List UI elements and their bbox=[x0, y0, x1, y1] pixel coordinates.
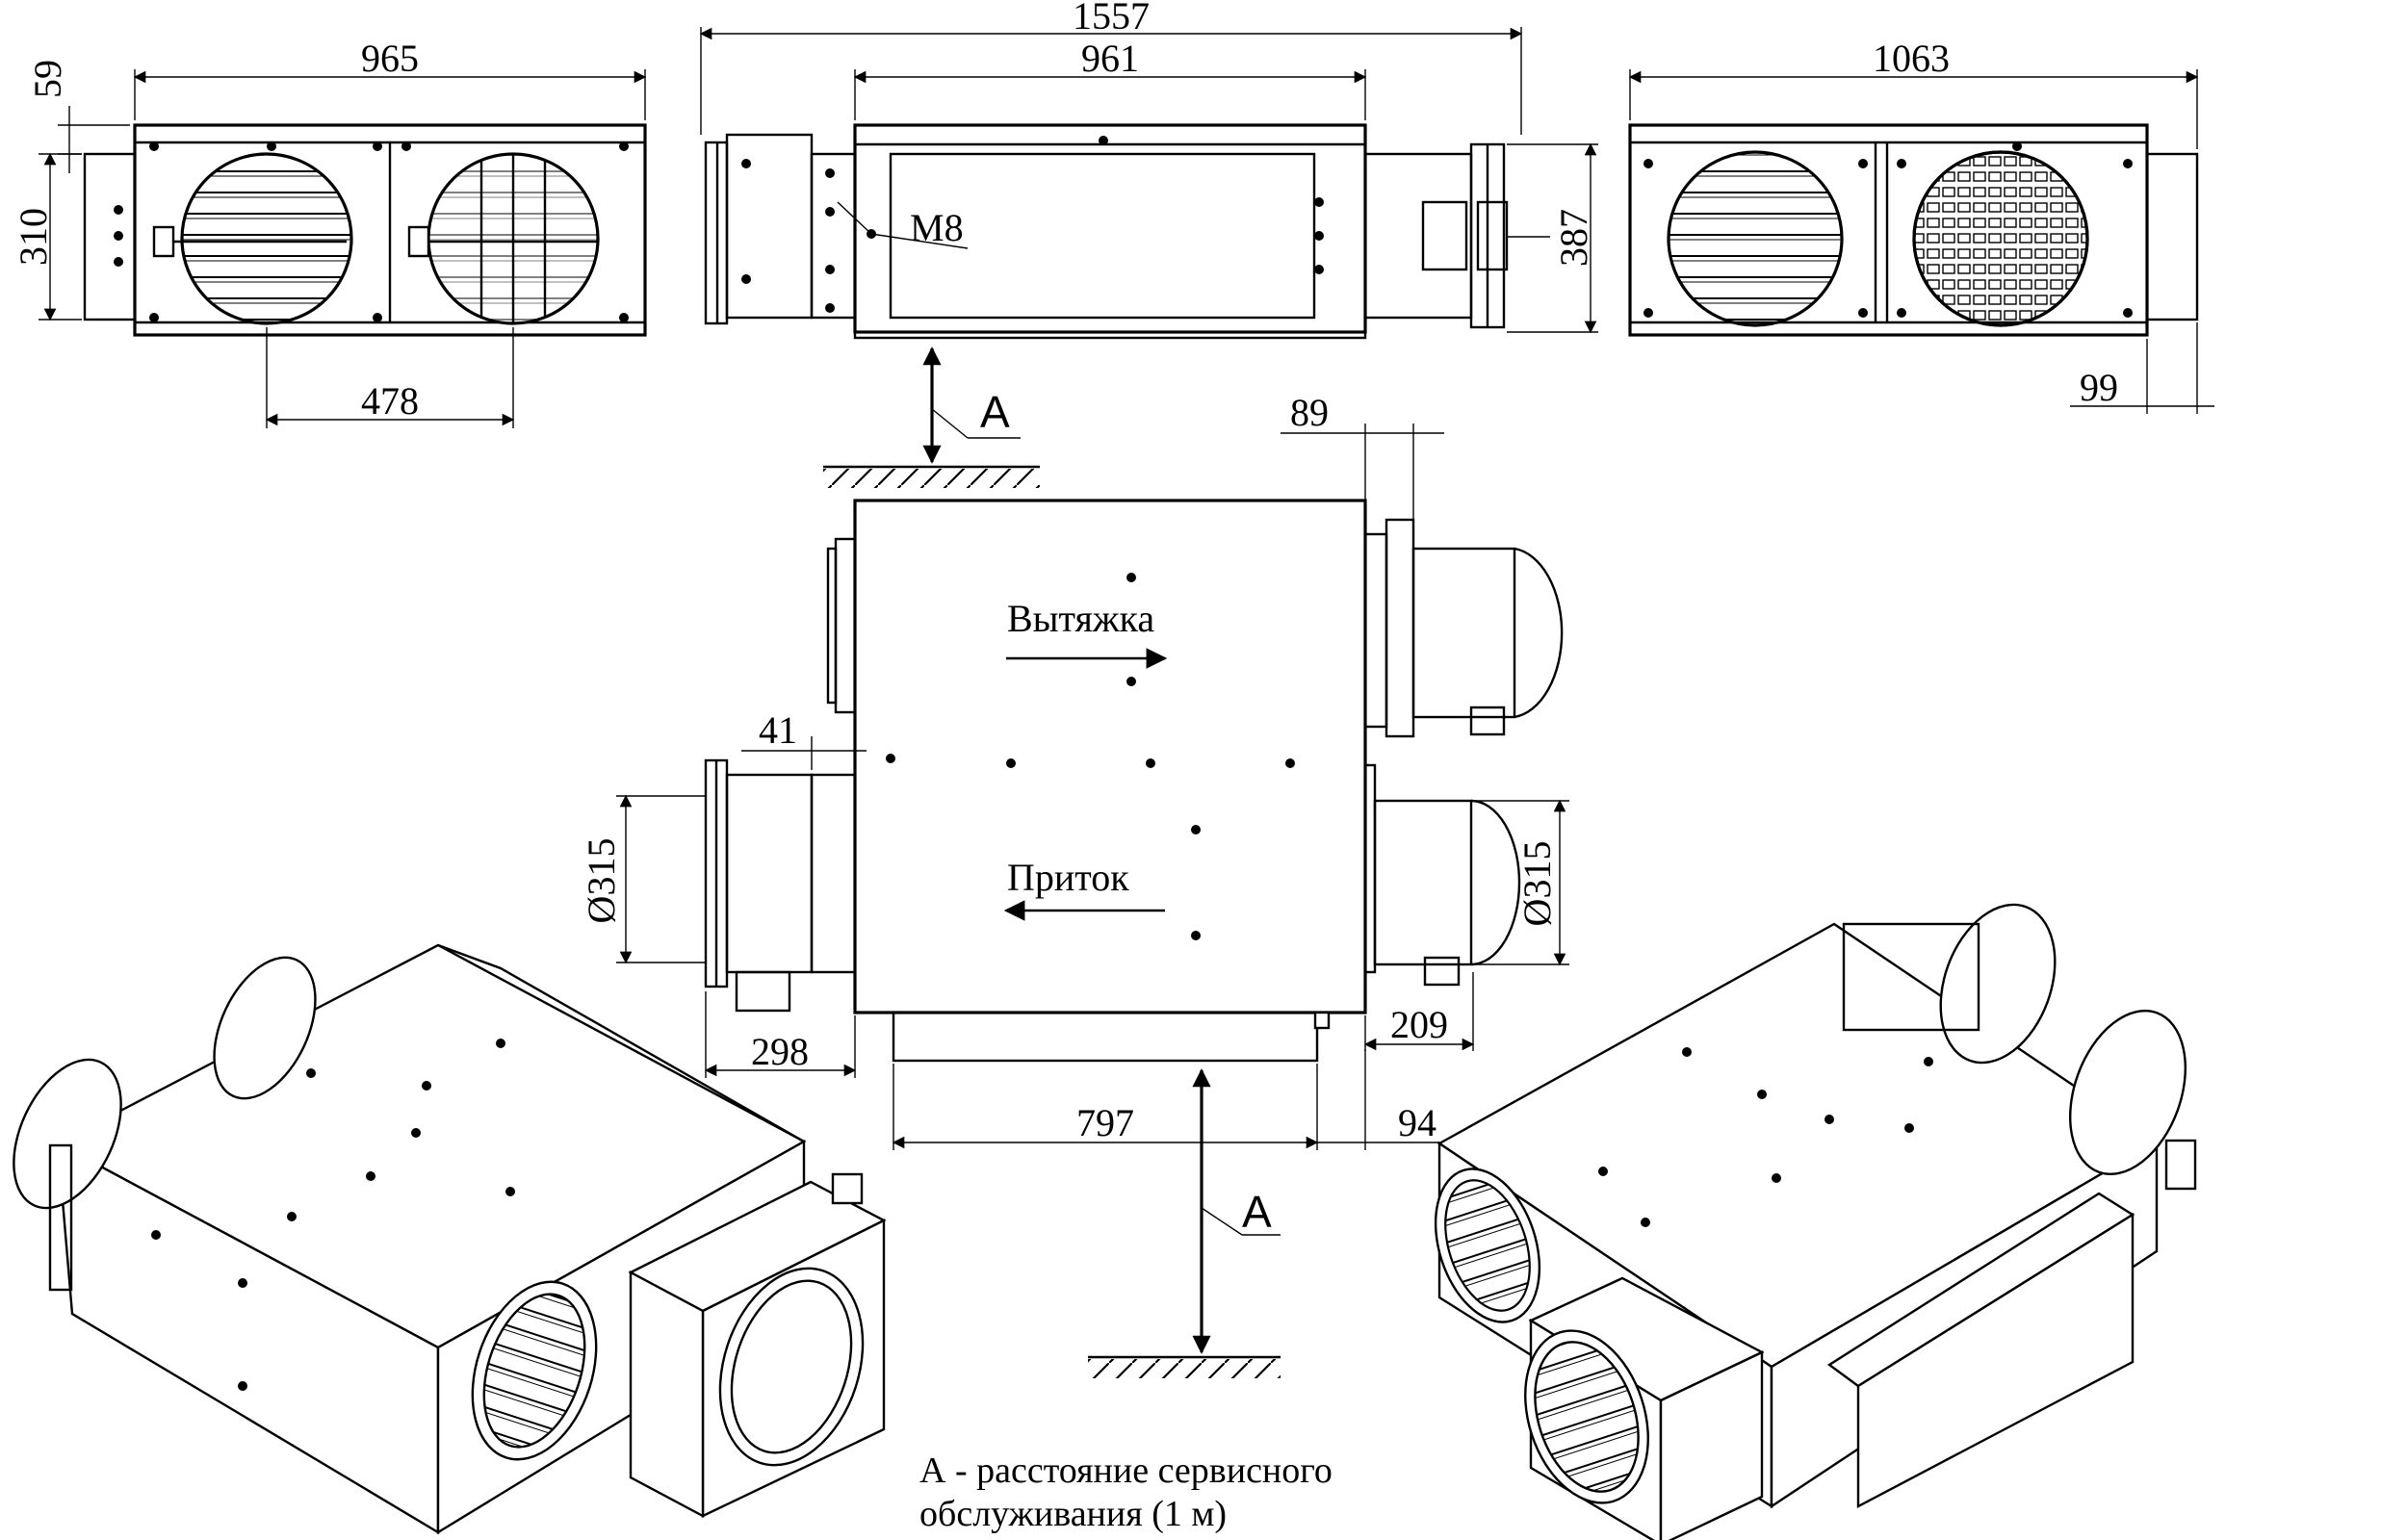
dim-plan-right-length: 209 bbox=[1390, 1003, 1448, 1046]
dim-duct-diameter-left: Ø315 bbox=[580, 838, 623, 924]
dim-front-spigot-spacing: 478 bbox=[361, 379, 419, 423]
dim-duct-diameter-right: Ø315 bbox=[1515, 841, 1559, 927]
dim-front-top-gap: 59 bbox=[26, 60, 69, 98]
label-supply-flow: Приток bbox=[1007, 856, 1129, 899]
plan-view bbox=[616, 424, 1569, 1378]
dim-plan-body-depth: 797 bbox=[1076, 1101, 1134, 1144]
dim-plan-left-gap: 41 bbox=[759, 708, 797, 752]
label-service-a-bottom: A bbox=[1242, 1187, 1272, 1237]
dim-front-width: 965 bbox=[361, 37, 419, 80]
label-bolt-thread: M8 bbox=[910, 206, 964, 249]
back-view bbox=[1628, 69, 2214, 414]
dim-plan-spigot-offset: 89 bbox=[1290, 391, 1329, 434]
side-view bbox=[699, 27, 1598, 488]
dim-plan-right-gap: 94 bbox=[1398, 1101, 1436, 1144]
dim-side-body: 961 bbox=[1081, 37, 1139, 80]
front-view bbox=[39, 69, 647, 428]
dim-side-height: 387 bbox=[1552, 209, 1595, 267]
label-exhaust-flow: Вытяжка bbox=[1007, 597, 1154, 640]
isometric-left-view bbox=[13, 943, 887, 1535]
label-service-a-top: A bbox=[980, 387, 1010, 437]
isometric-right-view bbox=[1434, 903, 2197, 1540]
dim-front-height: 310 bbox=[12, 208, 55, 266]
dim-back-width: 1063 bbox=[1873, 37, 1950, 80]
dim-plan-left-length: 298 bbox=[751, 1030, 809, 1073]
dim-back-offset: 99 bbox=[2080, 366, 2118, 409]
note-service-distance-line1: А - расстояние сервисного bbox=[919, 1450, 1333, 1491]
note-service-distance-line2: обслуживания (1 м) bbox=[919, 1494, 1227, 1534]
dim-side-overall: 1557 bbox=[1073, 0, 1150, 38]
